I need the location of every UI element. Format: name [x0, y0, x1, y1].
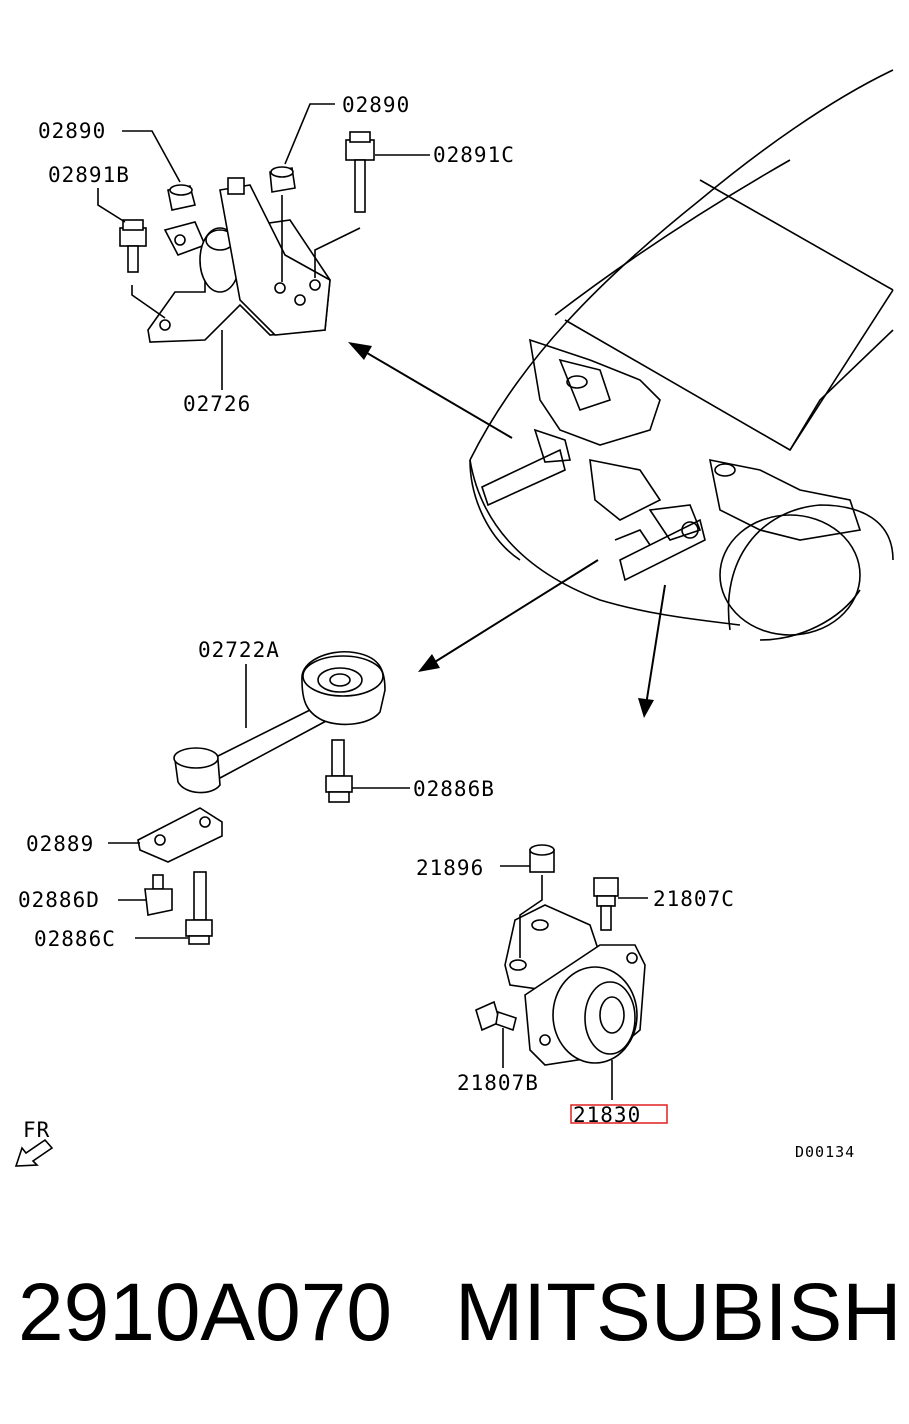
pointer-arrows: [348, 342, 666, 718]
label-02891B: 02891B: [48, 163, 130, 187]
bracket-02889: [137, 807, 223, 863]
label-02890-top: 02890: [342, 93, 410, 117]
diagram-code: D00134: [795, 1143, 855, 1161]
label-02890-left: 02890: [38, 119, 106, 143]
front-direction-indicator: FR: [14, 1118, 54, 1167]
part-labels: 02890 02890 02891B 02891C 02726 02722A 0…: [18, 93, 735, 1127]
nut-02890-left: [167, 184, 196, 211]
car-body-illustration: [469, 69, 894, 641]
label-21830: 21830: [573, 1103, 641, 1127]
label-02886B: 02886B: [413, 777, 495, 801]
engine-mount-bracket-02726: [147, 177, 331, 343]
label-21807C: 21807C: [653, 887, 735, 911]
transmission-mount-21830: [504, 904, 646, 1066]
bolt-02886C: [185, 871, 213, 945]
highlight-box-21830: [570, 1104, 668, 1124]
label-21896: 21896: [416, 856, 484, 880]
label-02889: 02889: [26, 832, 94, 856]
bolt-02891B: [119, 219, 147, 273]
label-02886D: 02886D: [18, 888, 100, 912]
fr-label: FR: [23, 1118, 50, 1142]
label-02722A: 02722A: [198, 638, 280, 662]
leader-lines-bottom: [500, 865, 648, 1100]
part-number: 2910A070: [18, 1267, 392, 1358]
bolt-21807C: [593, 877, 619, 931]
nut-21896: [529, 844, 555, 873]
leader-lines-middle: [108, 664, 410, 939]
bolt-02886B: [325, 739, 353, 803]
bolt-21807B: [475, 1000, 517, 1032]
label-02726: 02726: [183, 392, 251, 416]
label-02891C: 02891C: [433, 143, 515, 167]
nut-02886D: [144, 874, 173, 916]
leader-lines-top: [97, 103, 430, 390]
fr-arrow-icon: [14, 1138, 54, 1167]
label-02886C: 02886C: [34, 927, 116, 951]
label-21807B: 21807B: [457, 1071, 539, 1095]
nut-02890-top: [269, 166, 296, 193]
torque-rod-02722A: [173, 650, 386, 794]
bolt-02891C: [345, 131, 375, 213]
brand-name: MITSUBISHI: [455, 1267, 909, 1358]
